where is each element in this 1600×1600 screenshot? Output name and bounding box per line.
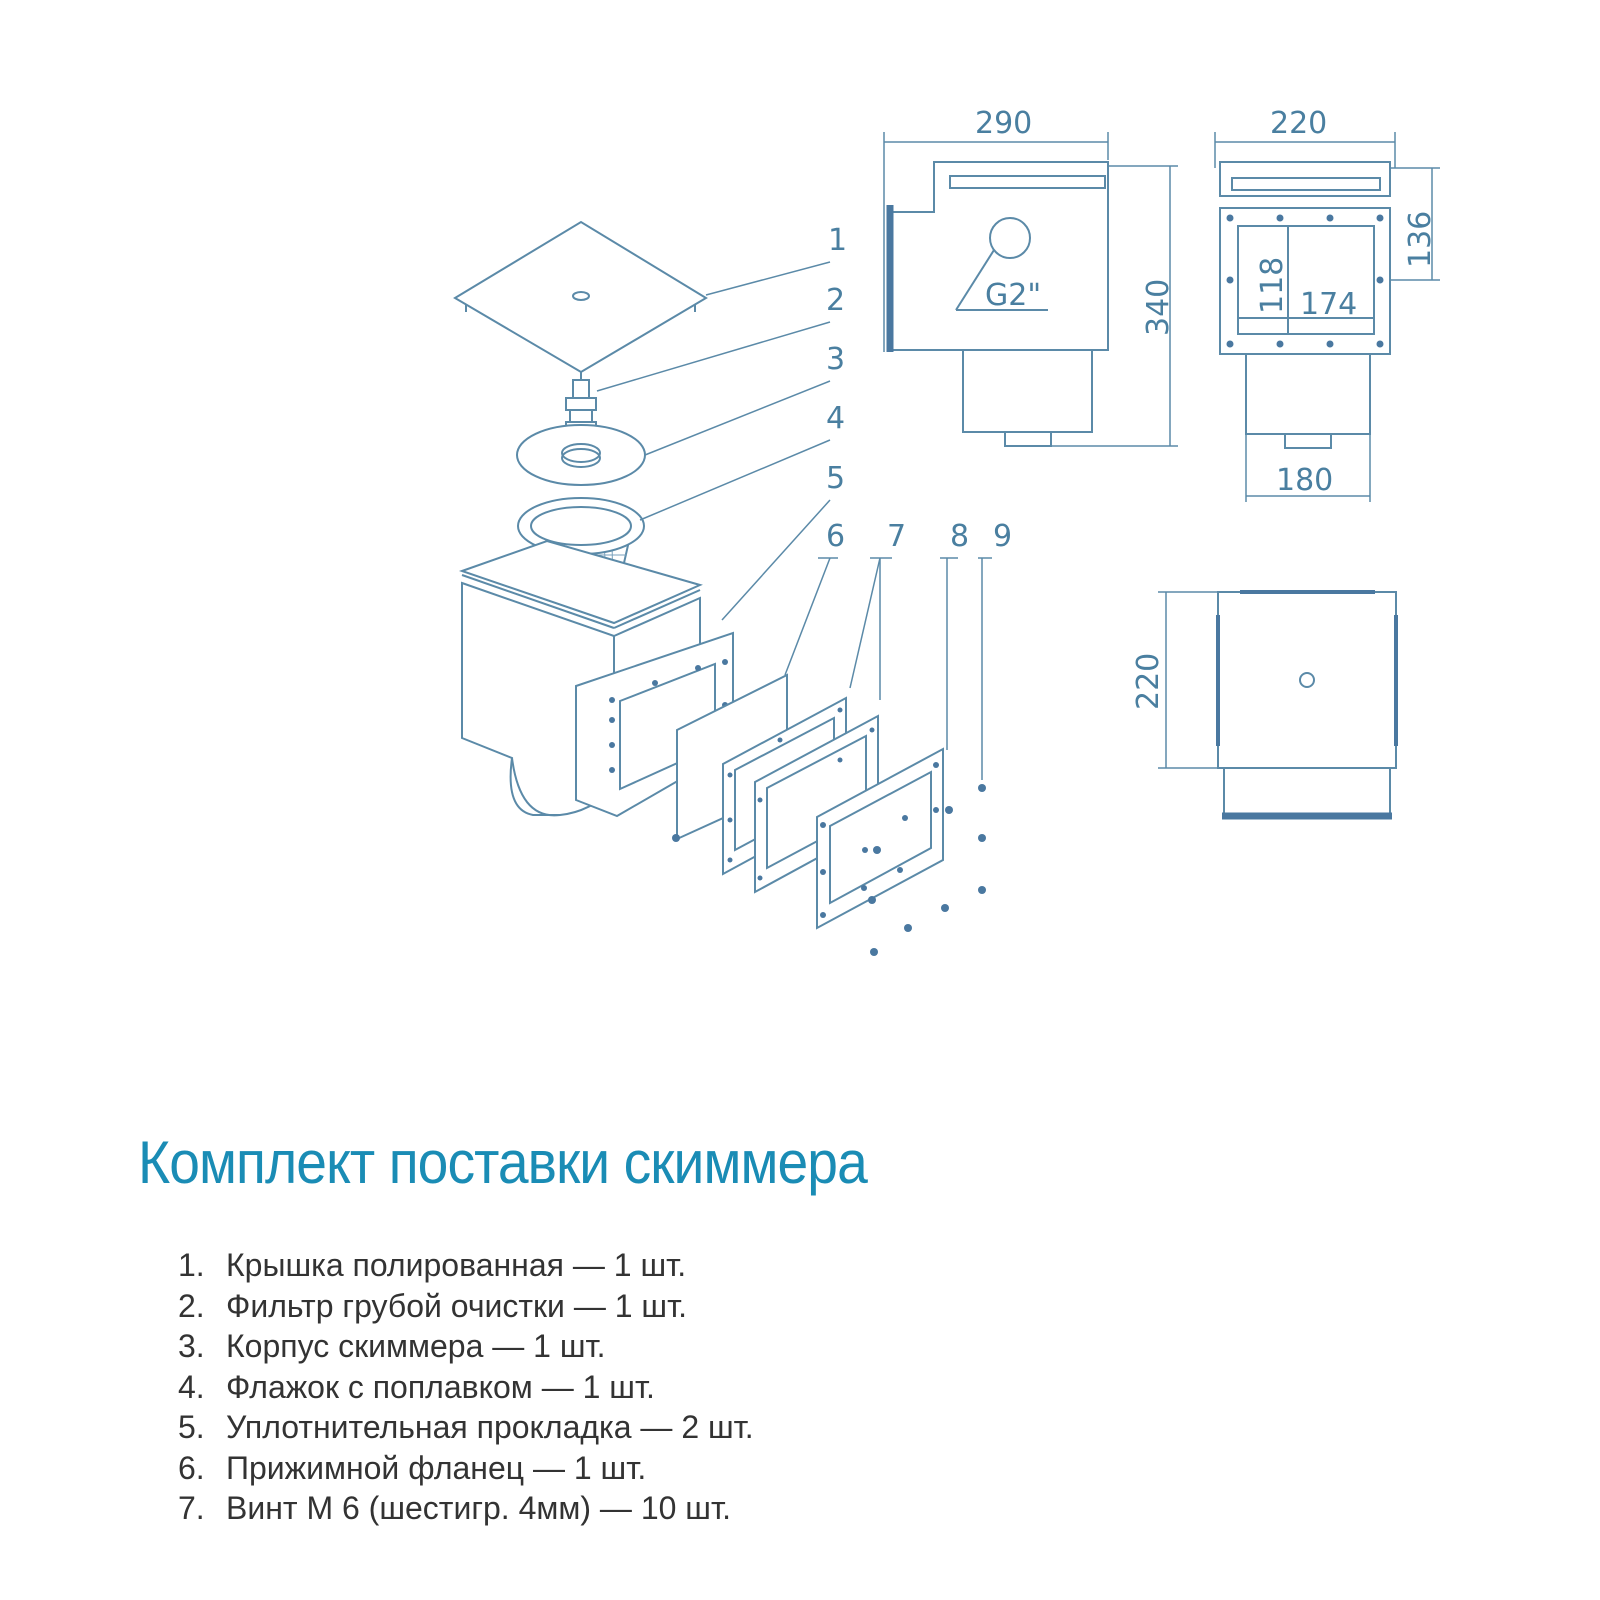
kit-item: 2. Фильтр грубой очистки — 1 шт. [178,1286,754,1327]
kit-title: Комплект поставки скиммера [138,1129,868,1196]
kit-item-text: Флажок с поплавком — 1 шт. [226,1368,655,1405]
callout-2: 2 [826,283,845,318]
top-view: 220 [1131,590,1398,820]
kit-item: 3. Корпус скиммера — 1 шт. [178,1326,754,1367]
skimmer-technical-drawing: 1 2 3 4 5 6 7 8 9 290 G2" 340 [453,106,1440,956]
front-view: 290 G2" 340 [883,106,1178,447]
kit-item-text: Уплотнительная прокладка — 2 шт. [226,1409,754,1445]
dim-opening-height: 118 [1255,257,1290,314]
dim-front-height: 340 [1141,279,1176,336]
callout-5: 5 [826,461,845,496]
kit-item: 1. Крышка полированная — 1 шт. [178,1245,754,1286]
kit-item-number: 2. [178,1287,205,1324]
callout-4: 4 [826,401,845,436]
exploded-view: 1 2 3 4 5 6 7 8 9 [453,220,1012,956]
float-disk-part [516,424,646,486]
kit-item: 7. Винт М 6 (шестигр. 4мм) — 10 шт. [178,1488,754,1529]
callout-9: 9 [993,519,1012,554]
callout-1: 1 [828,223,847,258]
kit-item-text: Прижимной фланец — 1 шт. [226,1449,647,1486]
kit-item: 5. Уплотнительная прокладка — 2 шт. [178,1407,754,1448]
callout-3: 3 [826,342,845,377]
kit-list: 1. Крышка полированная — 1 шт. 2. Фильтр г… [178,1245,754,1529]
callout-7: 7 [887,519,906,554]
callout-6: 6 [826,519,845,554]
callout-8: 8 [950,519,969,554]
kit-item-text: Корпус скиммера — 1 шт. [226,1328,606,1364]
flange-plates-part [722,696,879,894]
callout-labels: 1 2 3 4 5 6 7 8 9 [826,223,1012,554]
screws-part [672,784,986,956]
lid-part [453,220,708,380]
callout-leaders [596,261,992,780]
kit-item: 6. Прижимной фланец — 1 шт. [178,1448,754,1489]
kit-item-text: Крышка полированная — 1 шт. [226,1247,687,1283]
dim-side-width: 220 [1270,106,1327,141]
kit-item-number: 4. [178,1368,205,1405]
kit-item-number: 5. [178,1409,205,1445]
kit-item: 4. Флажок с поплавком — 1 шт. [178,1367,754,1408]
dim-opening-width: 174 [1300,287,1357,322]
kit-item-text: Фильтр грубой очистки — 1 шт. [226,1287,688,1324]
dim-top-depth: 220 [1131,653,1166,710]
side-view: 220 118 174 136 180 [1214,106,1440,502]
dim-bottom-width: 180 [1276,463,1333,498]
kit-item-number: 6. [178,1449,205,1486]
thread-label: G2" [985,278,1041,313]
kit-item-number: 3. [178,1328,205,1364]
dim-front-width: 290 [975,106,1032,141]
kit-item-number: 7. [178,1490,205,1526]
pressure-flange-part [816,747,944,930]
kit-item-number: 1. [178,1247,205,1283]
kit-item-text: Винт М 6 (шестигр. 4мм) — 10 шт. [226,1490,731,1526]
dim-side-height: 136 [1403,211,1438,268]
